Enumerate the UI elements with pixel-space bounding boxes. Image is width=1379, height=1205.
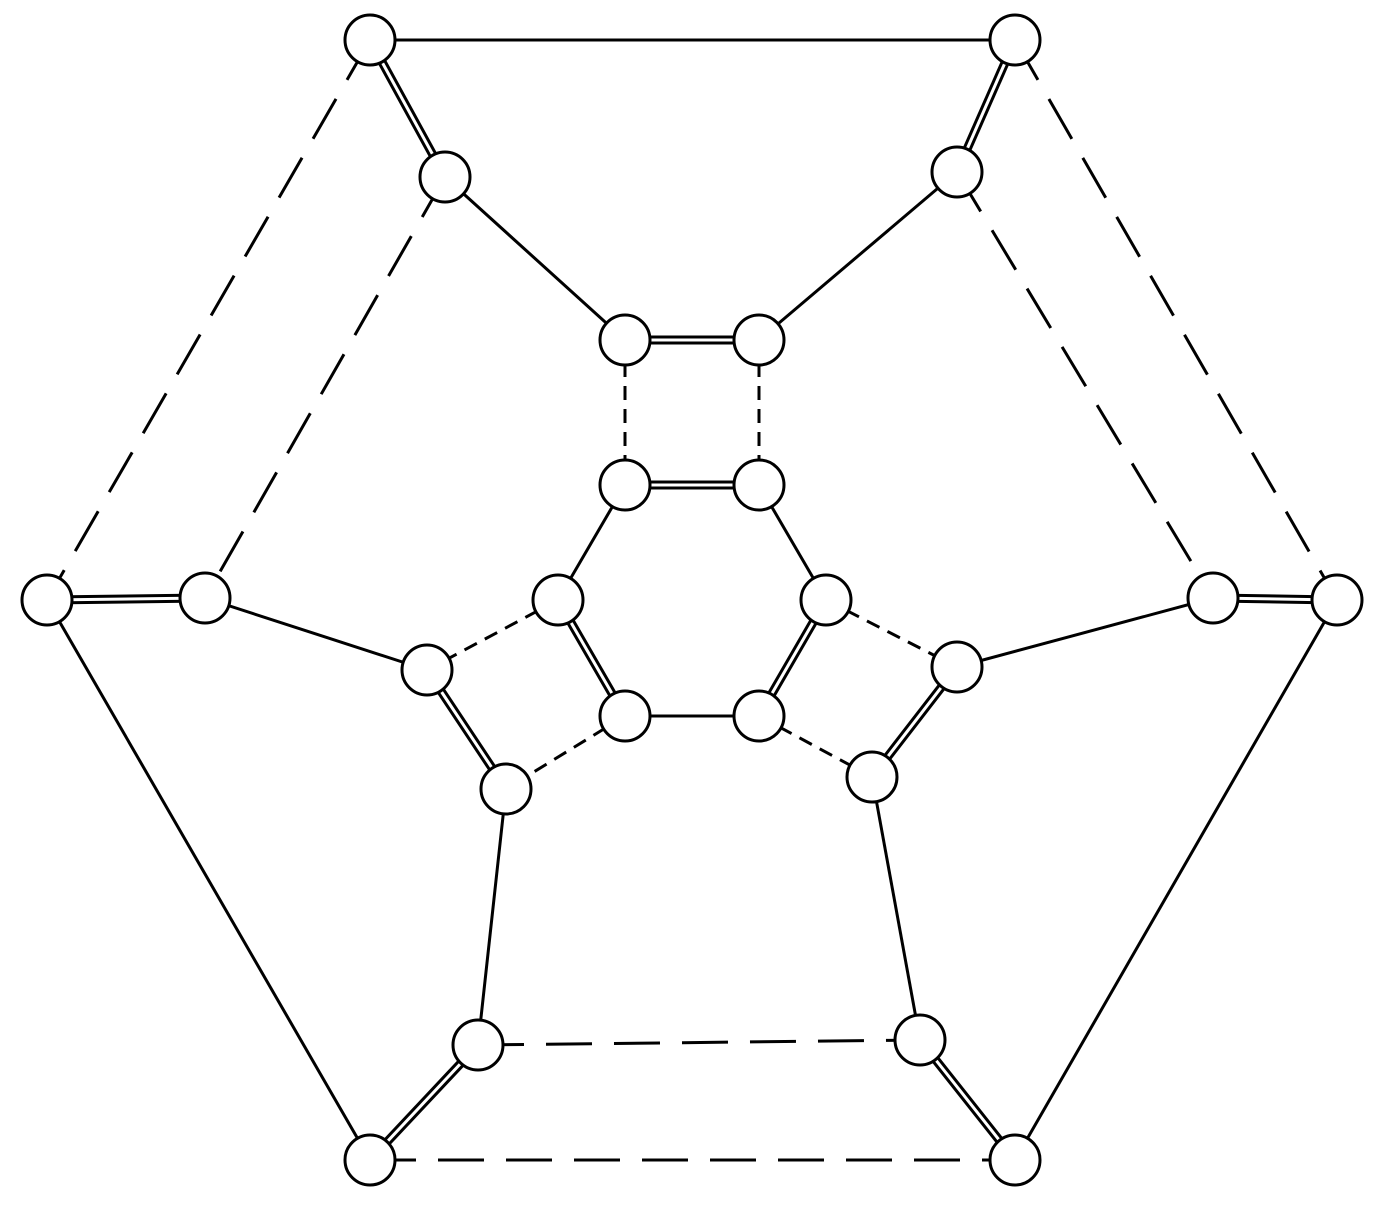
edge-single-n20-n22 bbox=[870, 776, 922, 1041]
edge-single-n03-n05 bbox=[443, 175, 627, 342]
graph-node-n22 bbox=[893, 1013, 947, 1067]
graph-node-n19 bbox=[479, 762, 533, 816]
graph-node-n14 bbox=[1310, 573, 1364, 627]
edges-layer bbox=[45, 37, 1339, 1164]
graph-node-n16 bbox=[930, 640, 984, 694]
solid-line bbox=[443, 175, 627, 342]
edge-single-n14-n24 bbox=[1013, 599, 1339, 1161]
graph-node-n01 bbox=[343, 13, 397, 67]
graph-node-n24 bbox=[988, 1133, 1042, 1187]
edge-single-n12-n15 bbox=[204, 596, 428, 672]
graph-node-n23 bbox=[343, 1133, 397, 1187]
graph-node-n02 bbox=[988, 13, 1042, 67]
edge-dashed-long-n02-n14 bbox=[1013, 39, 1339, 601]
dashed-line bbox=[203, 176, 447, 599]
graph-node-n17 bbox=[598, 689, 652, 743]
graph-node-n12 bbox=[178, 571, 232, 625]
graph-node-n03 bbox=[418, 150, 472, 204]
graph-node-n15 bbox=[400, 643, 454, 697]
edge-dashed-long-n03-n12 bbox=[203, 176, 447, 599]
edge-single-n19-n21 bbox=[476, 788, 508, 1046]
solid-line bbox=[45, 599, 372, 1161]
dashed-line bbox=[45, 39, 372, 601]
graph-node-n21 bbox=[451, 1018, 505, 1072]
graph-node-n18 bbox=[732, 689, 786, 743]
dashed-line bbox=[477, 1038, 921, 1047]
graph-node-n06 bbox=[732, 313, 786, 367]
graph-node-n20 bbox=[845, 750, 899, 804]
graph-node-n04 bbox=[930, 145, 984, 199]
edge-single-n04-n06 bbox=[758, 170, 958, 342]
nodes-layer bbox=[20, 13, 1364, 1187]
solid-line bbox=[204, 596, 428, 672]
solid-line bbox=[758, 170, 958, 342]
edge-single-n11-n23 bbox=[45, 599, 372, 1161]
dashed-line bbox=[955, 171, 1215, 599]
graph-node-n11 bbox=[20, 573, 74, 627]
graph-node-n09 bbox=[531, 573, 585, 627]
solid-line bbox=[956, 596, 1214, 669]
edge-dashed-long-n21-n22 bbox=[477, 1038, 921, 1047]
graph-node-n10 bbox=[799, 573, 853, 627]
graph-node-n05 bbox=[598, 313, 652, 367]
dashed-line bbox=[1013, 39, 1339, 601]
graph-node-n08 bbox=[732, 458, 786, 512]
solid-line bbox=[476, 788, 508, 1046]
solid-line bbox=[870, 776, 922, 1041]
edge-single-n13-n16 bbox=[956, 596, 1214, 669]
graph-node-n13 bbox=[1186, 571, 1240, 625]
edge-dashed-long-n01-n11 bbox=[45, 39, 372, 601]
solid-line bbox=[1013, 599, 1339, 1161]
graph-node-n07 bbox=[598, 458, 652, 512]
edge-dashed-long-n04-n13 bbox=[955, 171, 1215, 599]
